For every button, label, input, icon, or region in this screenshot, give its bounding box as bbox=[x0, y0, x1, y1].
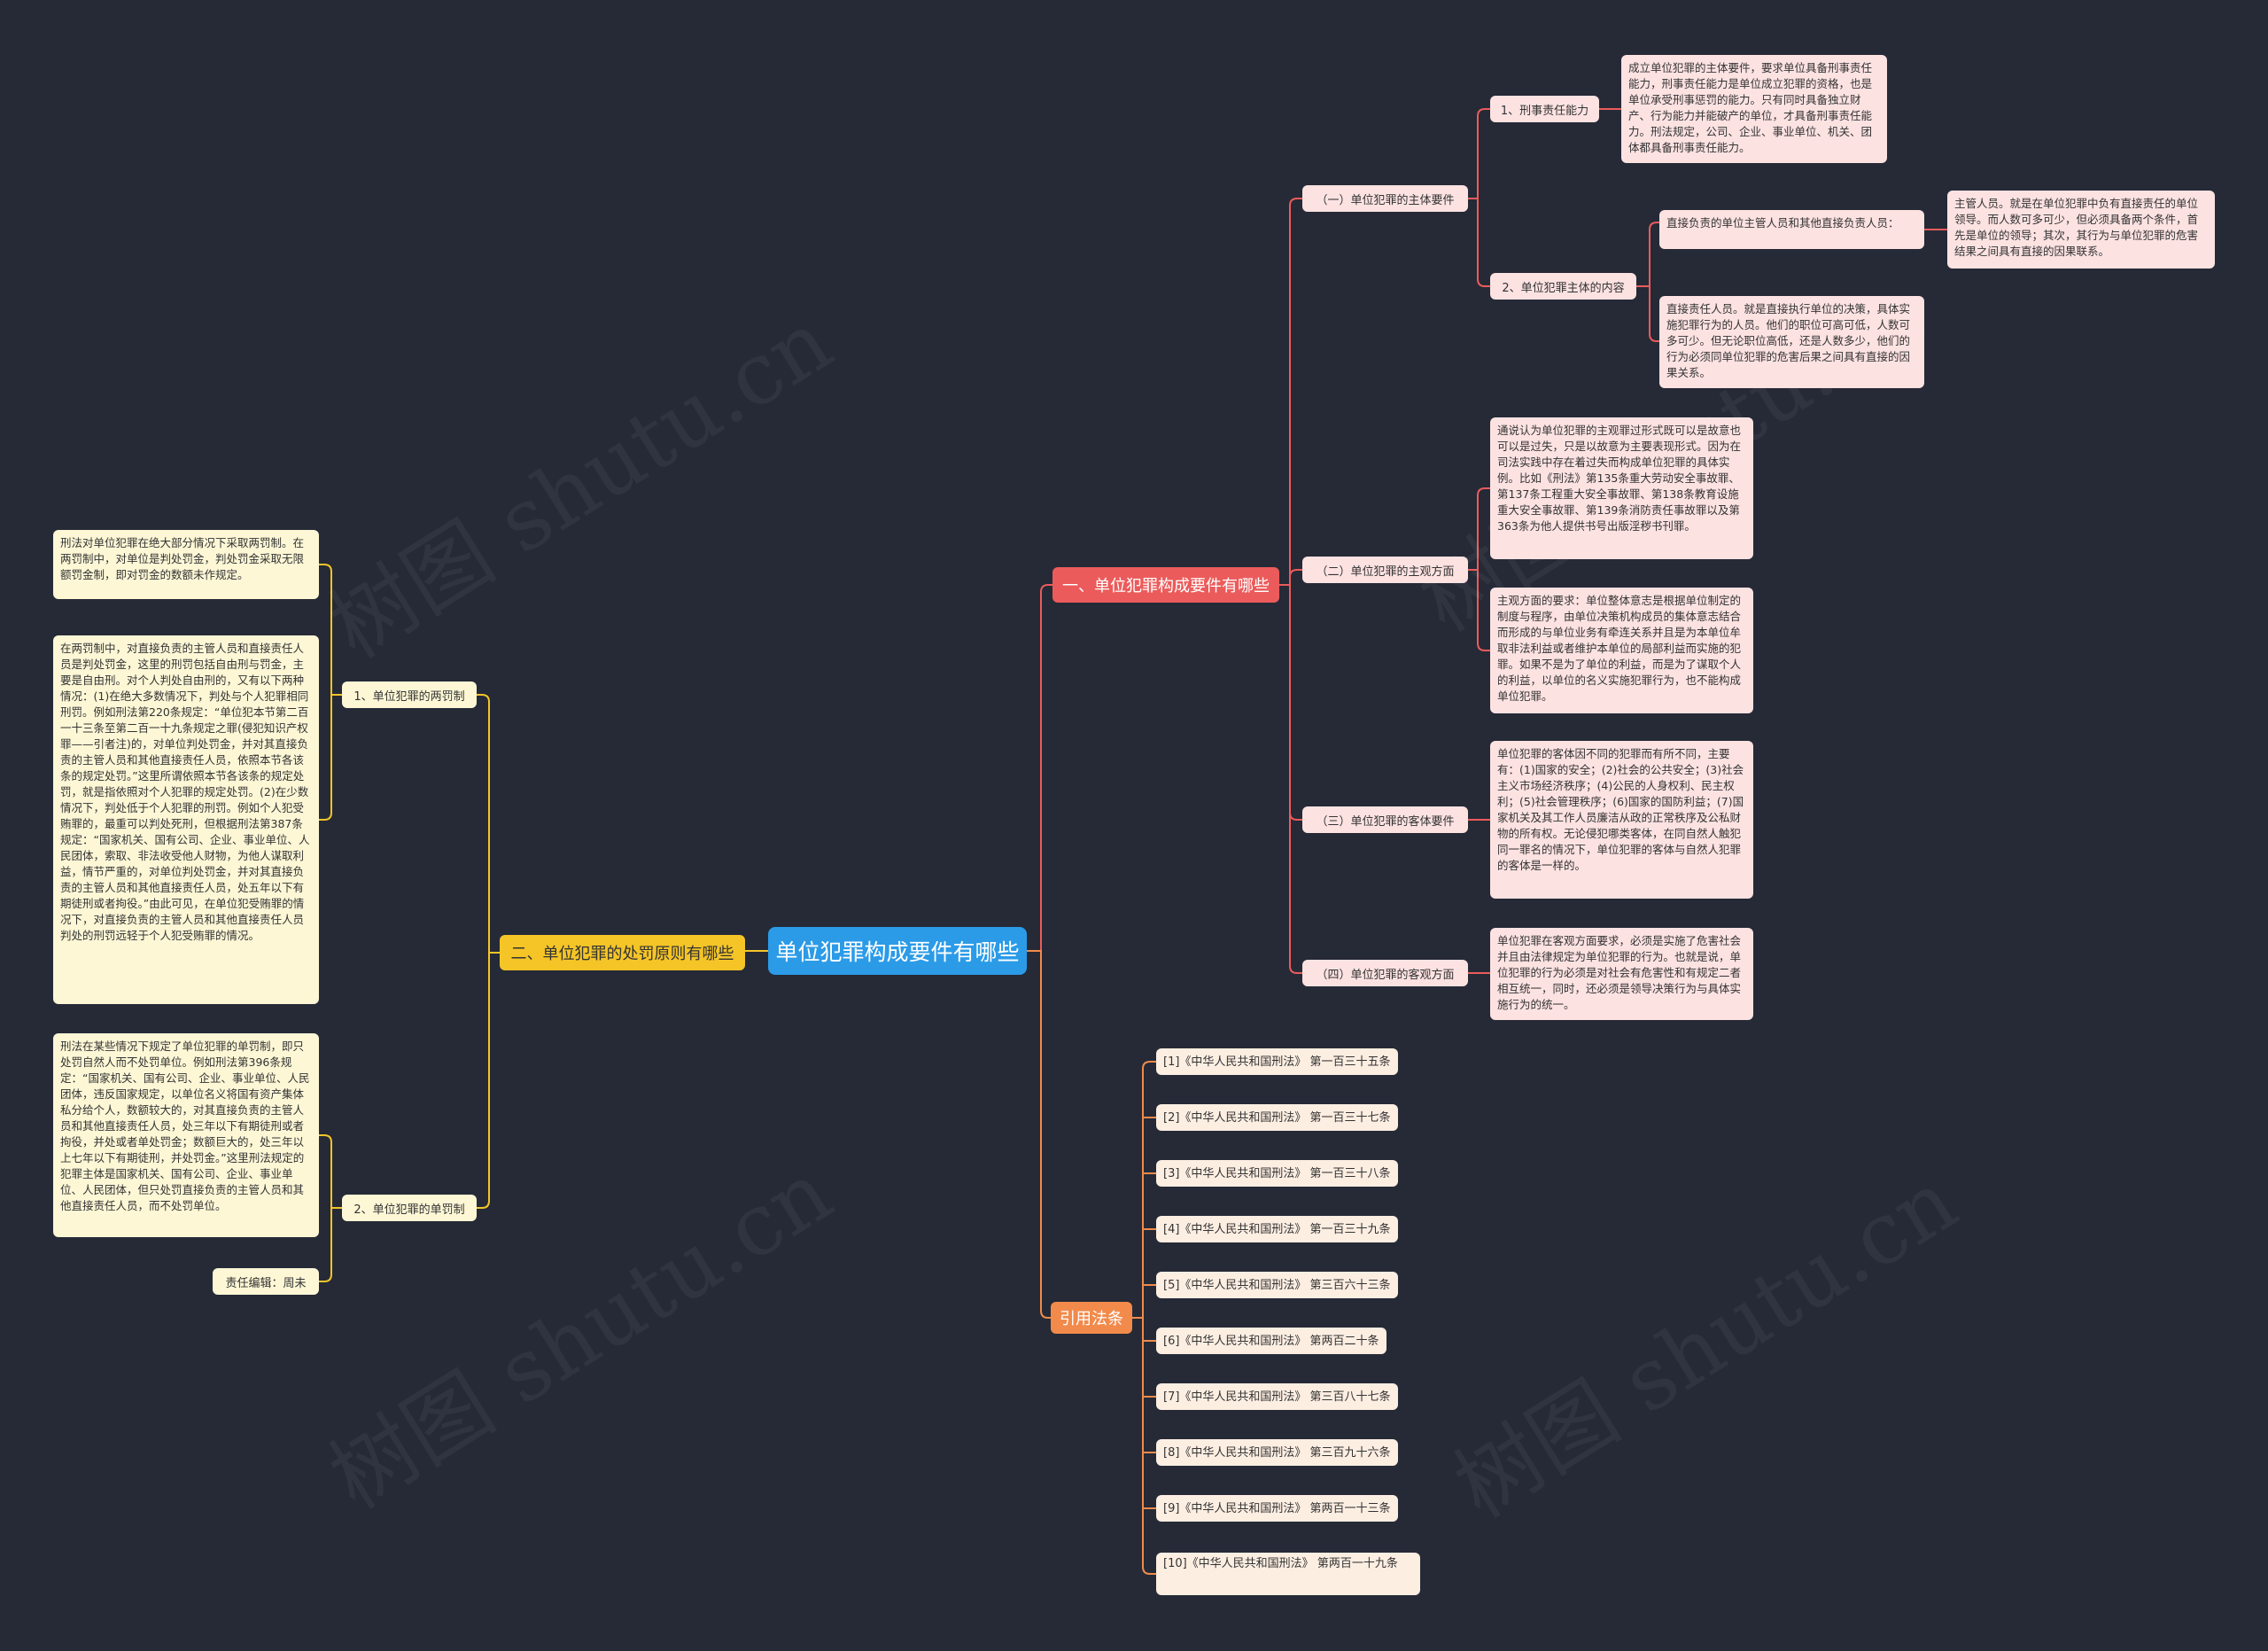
link-sub2-text2 bbox=[1477, 570, 1490, 651]
ref-item[interactable]: [10]《中华人民共和国刑法》 第两百一十九条 bbox=[1156, 1553, 1420, 1595]
ref-item[interactable]: [9]《中华人民共和国刑法》 第两百一十三条 bbox=[1156, 1495, 1398, 1522]
link-item2-a bbox=[1636, 222, 1659, 287]
ref-item[interactable]: [5]《中华人民共和国刑法》 第三百六十三条 bbox=[1156, 1272, 1398, 1298]
root-topic[interactable]: 单位犯罪构成要件有哪些 bbox=[768, 927, 1027, 975]
link-ysub1-text1 bbox=[319, 564, 342, 696]
link-sub1-item2 bbox=[1477, 199, 1490, 287]
branch-composition-elements[interactable]: 一、单位犯罪构成要件有哪些 bbox=[1052, 567, 1279, 603]
subtopic-object-element[interactable]: （三）单位犯罪的客体要件 bbox=[1302, 806, 1468, 833]
branch-punishment-principles[interactable]: 二、单位犯罪的处罚原则有哪些 bbox=[500, 935, 745, 970]
link-b1-sub1 bbox=[1279, 198, 1302, 586]
link-b1-sub3 bbox=[1289, 585, 1302, 821]
link-b2-sub2 bbox=[477, 953, 490, 1209]
subtopic-subject-element[interactable]: （一）单位犯罪的主体要件 bbox=[1302, 185, 1468, 212]
text-responsible-persons: 直接负责的单位主管人员和其他直接负责人员： bbox=[1659, 210, 1924, 249]
text-criminal-capacity: 成立单位犯罪的主体要件，要求单位具备刑事责任能力，刑事责任能力是单位成立犯罪的资… bbox=[1621, 55, 1887, 163]
link-root-branch3 bbox=[1027, 950, 1051, 1319]
ref-item[interactable]: [2]《中华人民共和国刑法》 第一百三十七条 bbox=[1156, 1104, 1398, 1131]
link-ysub2-editor bbox=[319, 1208, 332, 1282]
subtopic-subjective-aspect[interactable]: （二）单位犯罪的主观方面 bbox=[1302, 557, 1468, 583]
watermark: 树图 shutu.cn bbox=[313, 292, 849, 678]
ref-item[interactable]: [1]《中华人民共和国刑法》 第一百三十五条 bbox=[1156, 1048, 1398, 1075]
subtopic-dual-punishment[interactable]: 1、单位犯罪的两罚制 bbox=[342, 681, 477, 708]
ref-item[interactable]: [3]《中华人民共和国刑法》 第一百三十八条 bbox=[1156, 1160, 1398, 1187]
text-object-element: 单位犯罪的客体因不同的犯罪而有所不同，主要有：(1)国家的安全；(2)社会的公共… bbox=[1490, 741, 1753, 899]
link-root-branch1 bbox=[1027, 584, 1052, 952]
link-item2-b bbox=[1649, 286, 1659, 342]
editor-credit: 责任编辑：周未 bbox=[213, 1268, 319, 1295]
item-criminal-capacity[interactable]: 1、刑事责任能力 bbox=[1490, 96, 1599, 122]
text-single-punishment: 刑法在某些情况下规定了单位犯罪的单罚制，即只处罚自然人而不处罚单位。例如刑法第3… bbox=[53, 1033, 319, 1237]
link-b1-sub4 bbox=[1289, 585, 1302, 974]
text-subjective-requirement: 主观方面的要求：单位整体意志是根据单位制定的制度与程序，由单位决策机构成员的集体… bbox=[1490, 588, 1753, 713]
subtopic-objective-aspect[interactable]: （四）单位犯罪的客观方面 bbox=[1302, 960, 1468, 986]
watermark: 树图 shutu.cn bbox=[1438, 1151, 1974, 1538]
link-b1-sub2 bbox=[1289, 569, 1302, 585]
ref-item[interactable]: [6]《中华人民共和国刑法》 第两百二十条 bbox=[1156, 1328, 1386, 1354]
text-dual-punishment-persons: 在两罚制中，对直接负责的主管人员和直接责任人员是判处罚金，这里的刑罚包括自由刑与… bbox=[53, 635, 319, 1004]
link-sub1-item1 bbox=[1468, 108, 1490, 199]
subtopic-single-punishment[interactable]: 2、单位犯罪的单罚制 bbox=[342, 1195, 477, 1221]
text-supervisors: 主管人员。就是在单位犯罪中负有直接责任的单位领导。而人数可多可少，但必须具备两个… bbox=[1947, 191, 2215, 269]
text-direct-responsible: 直接责任人员。就是直接执行单位的决策，具体实施犯罪行为的人员。他们的职位可高可低… bbox=[1659, 296, 1924, 388]
link-sub2-text1 bbox=[1468, 487, 1490, 571]
link-b3-refs bbox=[1132, 1061, 1156, 1575]
text-objective-aspect: 单位犯罪在客观方面要求，必须是实施了危害社会并且由法律规定为单位犯罪的行为。也就… bbox=[1490, 928, 1753, 1020]
link-ysub1-text2 bbox=[319, 695, 332, 821]
link-ysub2-text bbox=[319, 1134, 342, 1209]
link-b2-sub1 bbox=[477, 694, 500, 954]
branch-cited-articles[interactable]: 引用法条 bbox=[1051, 1302, 1132, 1334]
ref-item[interactable]: [7]《中华人民共和国刑法》 第三百八十七条 bbox=[1156, 1383, 1398, 1410]
ref-item[interactable]: [4]《中华人民共和国刑法》 第一百三十九条 bbox=[1156, 1216, 1398, 1242]
text-dual-punishment-unit: 刑法对单位犯罪在绝大部分情况下采取两罚制。在两罚制中，对单位是判处罚金，判处罚金… bbox=[53, 530, 319, 599]
item-subject-content[interactable]: 2、单位犯罪主体的内容 bbox=[1490, 273, 1636, 300]
text-subjective-fault: 通说认为单位犯罪的主观罪过形式既可以是故意也可以是过失，只是以故意为主要表现形式… bbox=[1490, 417, 1753, 559]
ref-item[interactable]: [8]《中华人民共和国刑法》 第三百九十六条 bbox=[1156, 1439, 1398, 1466]
watermark: 树图 shutu.cn bbox=[313, 1142, 849, 1529]
